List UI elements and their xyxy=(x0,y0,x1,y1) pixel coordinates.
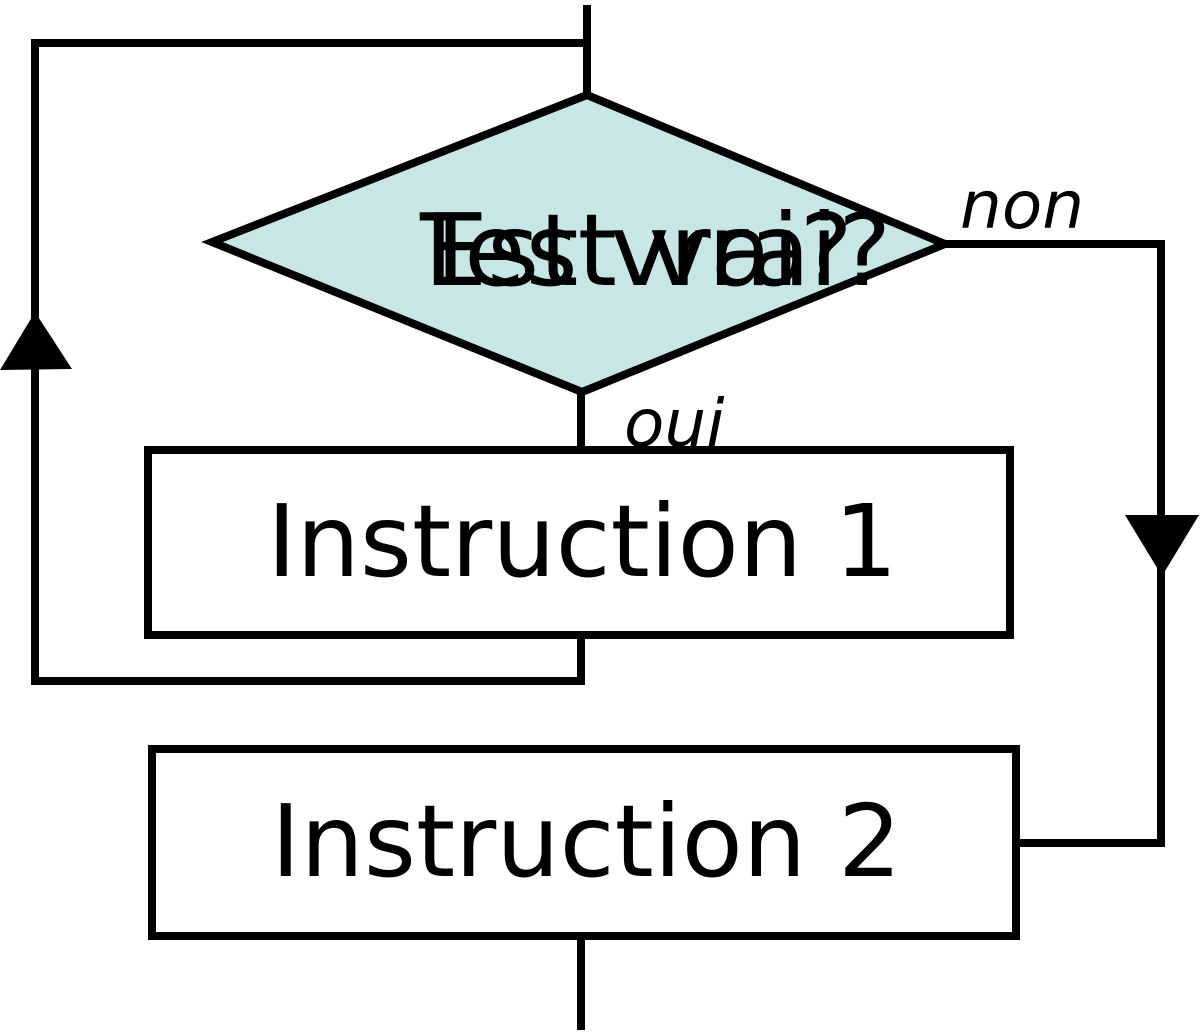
loop-up-arrowhead xyxy=(0,312,72,370)
decision-label-b: Est vrai? xyxy=(424,192,853,309)
no-down-arrowhead xyxy=(1125,515,1199,576)
instruction-1-label: Instruction 1 xyxy=(267,483,898,600)
decision-label-a: Test vrai? xyxy=(419,192,891,309)
instruction-1-box xyxy=(144,446,1014,639)
loop-back-connector xyxy=(31,39,587,685)
no-label: non xyxy=(960,167,1084,244)
instruction-2-label: Instruction 2 xyxy=(271,783,902,900)
instruction-2-box xyxy=(148,745,1020,940)
